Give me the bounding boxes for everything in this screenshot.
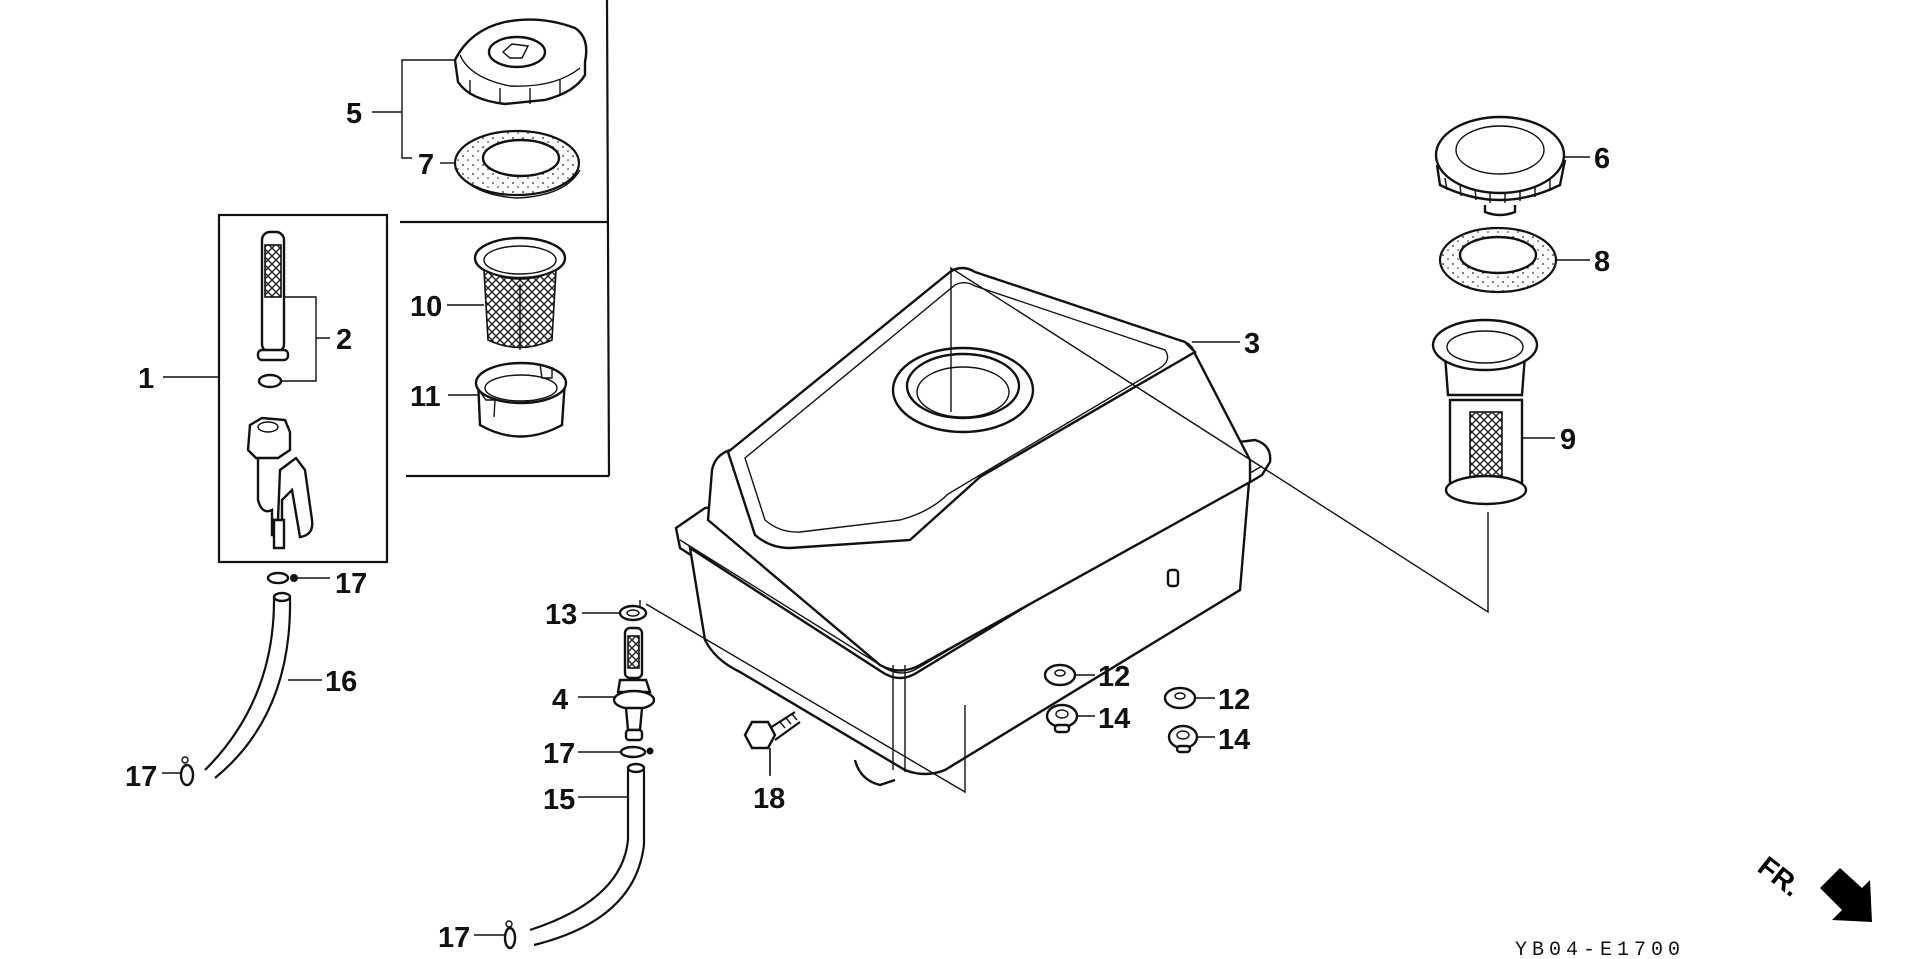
callout-labels: 5 7 1 2 10 11 17 16 17 13 4 17 15 17 18 … <box>125 98 1610 954</box>
clip-part-17-lower-left[interactable] <box>179 756 195 787</box>
callout-11: 11 <box>410 381 441 413</box>
callout-14-left: 14 <box>1098 703 1130 735</box>
front-direction-indicator: FR. <box>1752 850 1872 922</box>
callout-12-right: 12 <box>1218 684 1250 716</box>
filler-cap-part-5[interactable] <box>453 18 588 106</box>
callout-9: 9 <box>1560 424 1576 456</box>
callout-1: 1 <box>138 363 154 395</box>
callout-18: 18 <box>753 783 785 815</box>
cap-group-frame <box>400 0 611 478</box>
callout-17-middle: 17 <box>543 738 575 770</box>
front-arrow-icon <box>1820 868 1872 922</box>
callout-13: 13 <box>545 599 577 631</box>
callout-6: 6 <box>1594 143 1610 175</box>
callout-17-upper-left: 17 <box>335 568 367 600</box>
clip-part-17-middle[interactable] <box>619 745 654 759</box>
fuel-cock-frame <box>217 213 389 564</box>
drawing-code: YB04-E1700 <box>1515 939 1685 959</box>
rubber-part-14-left[interactable] <box>1045 703 1079 734</box>
callout-17-bottom: 17 <box>438 922 470 954</box>
callout-12-left: 12 <box>1098 661 1130 693</box>
filler-cap-part-6[interactable] <box>1434 115 1567 217</box>
cushion-part-12-left[interactable] <box>1043 663 1077 687</box>
callout-5: 5 <box>346 98 362 130</box>
fuel-tank-part-3[interactable] <box>674 266 1272 787</box>
strainer-cup-part-9[interactable] <box>1431 318 1539 506</box>
fuel-joint-part-4[interactable] <box>612 626 656 742</box>
rubber-part-14-right[interactable] <box>1167 724 1199 754</box>
packing-part-7[interactable] <box>453 129 581 199</box>
callout-15: 15 <box>543 784 575 816</box>
callout-8: 8 <box>1594 246 1610 278</box>
clip-part-17-upper-left[interactable] <box>266 571 298 585</box>
washer-part-13[interactable] <box>618 604 648 622</box>
clip-part-17-bottom[interactable] <box>503 920 517 950</box>
fr-label: FR. <box>1752 850 1807 902</box>
callout-2: 2 <box>336 324 352 356</box>
packing-part-8[interactable] <box>1438 226 1558 294</box>
callout-10: 10 <box>410 291 442 323</box>
strainer-part-2[interactable] <box>256 230 290 389</box>
leader-lines <box>162 59 1590 936</box>
tube-part-16[interactable] <box>204 591 292 779</box>
callout-7: 7 <box>418 149 434 181</box>
callout-17-lower-left: 17 <box>125 761 157 793</box>
callout-16: 16 <box>325 666 357 698</box>
fuel-cock-part-1[interactable] <box>246 416 314 550</box>
callout-14-right: 14 <box>1218 724 1250 756</box>
tube-part-15[interactable] <box>529 762 646 947</box>
callout-4: 4 <box>552 684 568 716</box>
callout-3: 3 <box>1244 328 1260 360</box>
filter-holder-part-11[interactable] <box>474 361 568 438</box>
filter-screen-part-10[interactable] <box>473 236 567 350</box>
cushion-part-12-right[interactable] <box>1163 686 1197 710</box>
bolt-part-18[interactable] <box>743 711 801 775</box>
